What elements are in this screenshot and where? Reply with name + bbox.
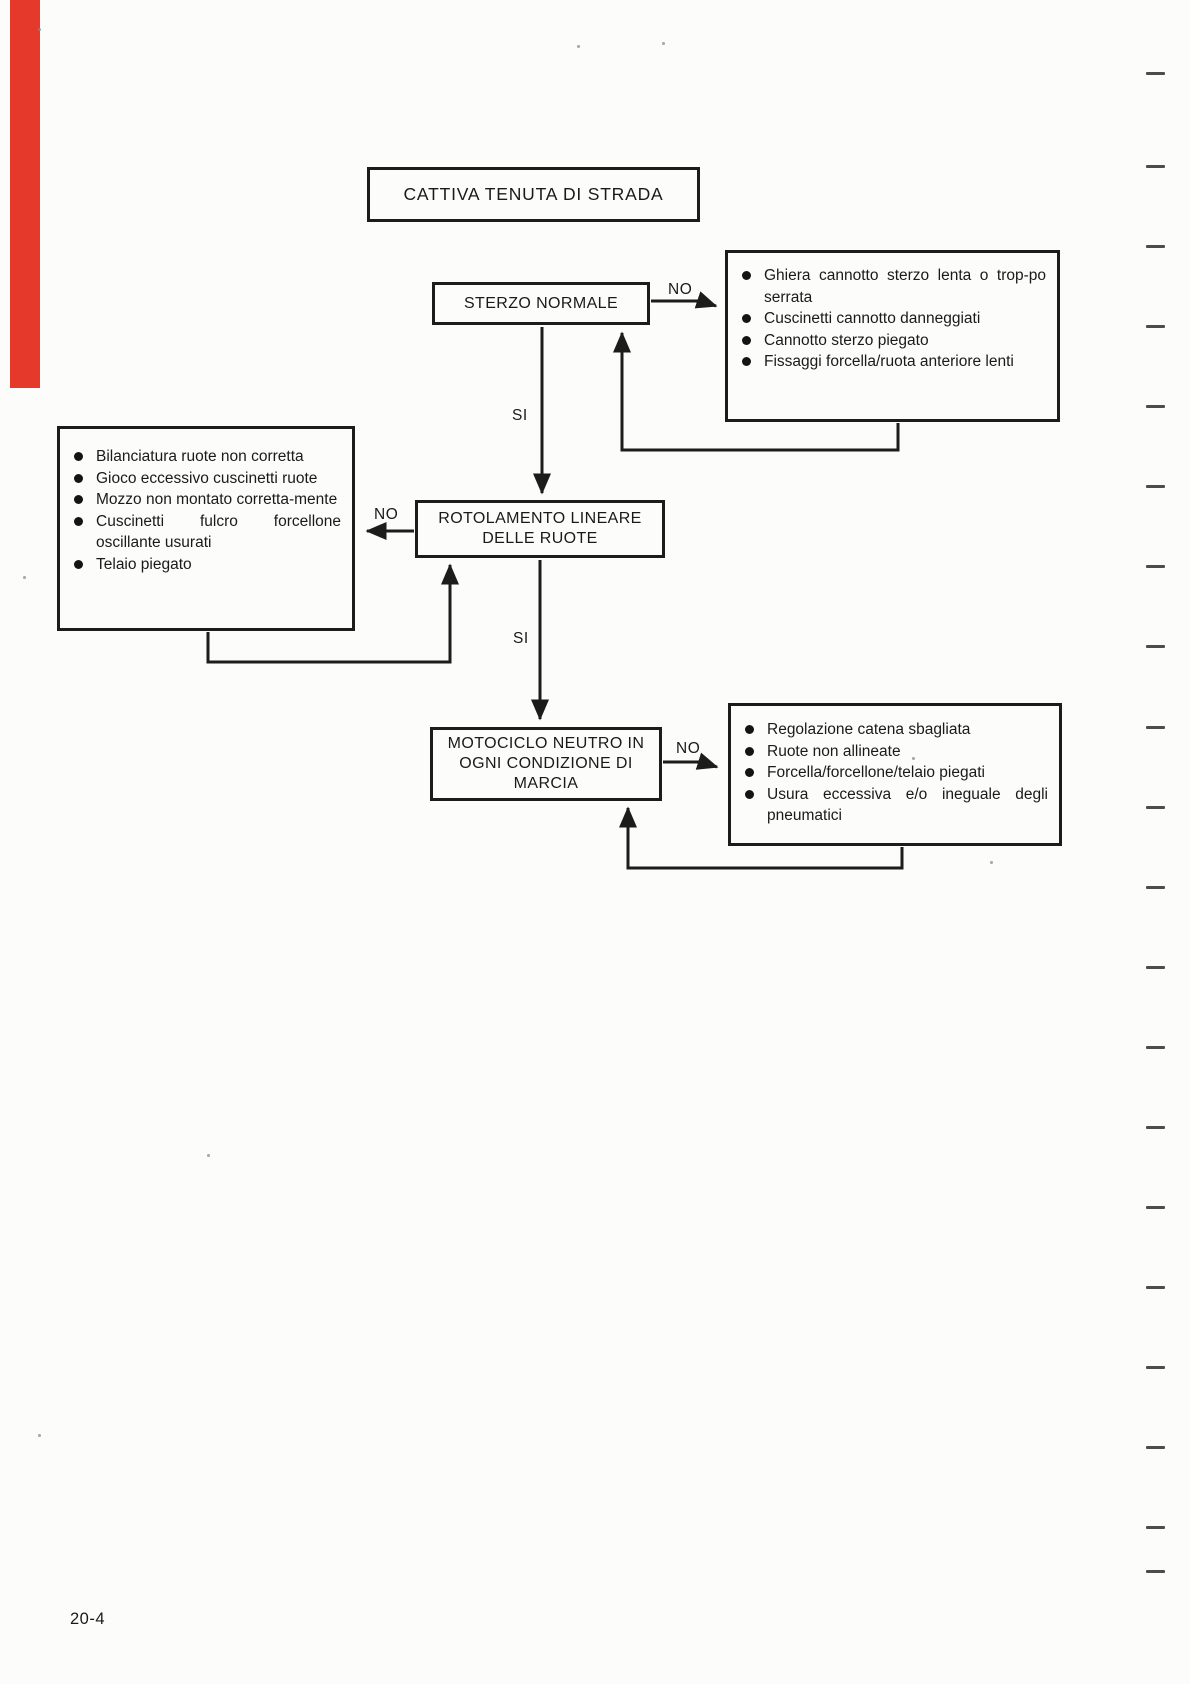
bullet-icon [742,314,751,323]
bullet-icon [74,452,83,461]
node-rotolamento-label: ROTOLAMENTO LINEARE DELLE RUOTE [438,510,642,547]
scan-speck [912,757,915,760]
cause-item: Regolazione catena sbagliata [731,719,1059,741]
cause-item-text: Fissaggi forcella/ruota anteriore lenti [764,353,1014,370]
binding-mark [1146,72,1165,75]
binding-mark [1146,726,1165,729]
cause-item-text: Cuscinetti fulcro forcellone oscillante … [96,512,341,552]
cause-item: Bilanciatura ruote non corretta [60,446,352,468]
binding-mark [1146,1206,1165,1209]
binding-mark [1146,1046,1165,1049]
cause-item: Telaio piegato [60,554,352,576]
causes-list-steering: Ghiera cannotto sterzo lenta o trop-po s… [728,265,1057,419]
arrow-neutral-no [663,752,719,770]
cause-item-text: Cuscinetti cannotto danneggiati [764,310,981,327]
cause-item-text: Telaio piegato [96,555,192,573]
binding-mark [1146,645,1165,648]
node-motociclo-neutro: MOTOCICLO NEUTRO IN OGNI CONDIZIONE DI M… [430,727,662,801]
bullet-icon [745,725,754,734]
bullet-icon [74,473,83,483]
label-no-steering: NO [668,281,693,298]
feedback-steering-causes [613,331,900,452]
cause-item: Ruote non allineate [731,741,1059,763]
binding-mark [1146,485,1165,488]
bullet-icon [745,768,754,777]
bullet-icon [742,357,751,366]
binding-mark [1146,1366,1165,1369]
label-no-neutral: NO [676,740,701,757]
binding-mark [1146,966,1165,969]
bullet-icon [74,559,83,569]
flowchart-title: CATTIVA TENUTA DI STRADA [403,184,664,204]
cause-item-text: Bilanciatura ruote non corretta [96,448,304,465]
feedback-neutral-causes [619,806,904,870]
cause-item: Usura eccessiva e/o ineguale degli pneum… [731,784,1059,827]
node-sterzo-label: STERZO NORMALE [463,294,619,312]
cause-item-text: Mozzo non montato corretta-mente [96,491,338,508]
binding-mark [1146,1570,1165,1573]
cause-item-text: Ruote non allineate [767,742,901,760]
cause-item-text: Gioco eccessivo cuscinetti ruote [96,469,318,487]
label-si-rolling: SI [513,630,529,647]
cause-item: Cuscinetti fulcro forcellone oscillante … [60,511,352,554]
cause-item-text: Usura eccessiva e/o ineguale degli pneum… [767,785,1048,825]
binding-mark [1146,165,1165,168]
binding-mark [1146,245,1165,248]
cause-item: Forcella/forcellone/telaio piegati [731,762,1059,784]
flowchart-title-box: CATTIVA TENUTA DI STRADA [367,167,700,222]
cause-item-text: Cannotto sterzo piegato [764,331,929,349]
cause-item: Cuscinetti cannotto danneggiati [728,308,1057,330]
causes-box-steering: Ghiera cannotto sterzo lenta o trop-po s… [725,250,1060,422]
cause-item: Mozzo non montato corretta-mente [60,489,352,511]
binding-mark [1146,1286,1165,1289]
scan-speck [577,45,580,48]
binding-mark [1146,325,1165,328]
scan-speck [990,861,993,864]
binding-mark [1146,405,1165,408]
cause-item: Gioco eccessivo cuscinetti ruote [60,468,352,490]
node-motociclo-label: MOTOCICLO NEUTRO IN OGNI CONDIZIONE DI M… [447,735,645,792]
scan-speck [38,28,41,31]
scan-speck [23,576,26,579]
bullet-icon [745,746,754,756]
label-si-steering: SI [512,407,528,424]
bullet-icon [742,335,751,345]
scan-speck [207,1154,210,1157]
binding-mark [1146,1446,1165,1449]
arrow-steering-no [651,291,718,309]
bullet-icon [742,271,751,280]
feedback-rolling-causes [206,563,459,664]
binding-mark [1146,565,1165,568]
bullet-icon [74,516,83,526]
binding-mark [1146,806,1165,809]
cause-item-text: Regolazione catena sbagliata [767,721,971,738]
cause-item: Cannotto sterzo piegato [728,330,1057,352]
scan-speck [38,1434,41,1437]
binding-mark [1146,1126,1165,1129]
page-number: 20-4 [70,1610,106,1628]
section-tab-marker [10,0,40,388]
binding-mark [1146,886,1165,889]
node-rotolamento-lineare: ROTOLAMENTO LINEARE DELLE RUOTE [415,500,665,558]
binding-mark [1146,1526,1165,1529]
scan-speck [662,42,665,45]
bullet-icon [74,495,83,504]
node-sterzo-normale: STERZO NORMALE [432,282,650,325]
cause-item: Fissaggi forcella/ruota anteriore lenti [728,351,1057,373]
cause-item-text: Forcella/forcellone/telaio piegati [767,764,985,781]
bullet-icon [745,789,754,799]
cause-item: Ghiera cannotto sterzo lenta o trop-po s… [728,265,1057,308]
label-no-rolling: NO [374,506,399,523]
cause-item-text: Ghiera cannotto sterzo lenta o trop-po s… [764,267,1046,306]
